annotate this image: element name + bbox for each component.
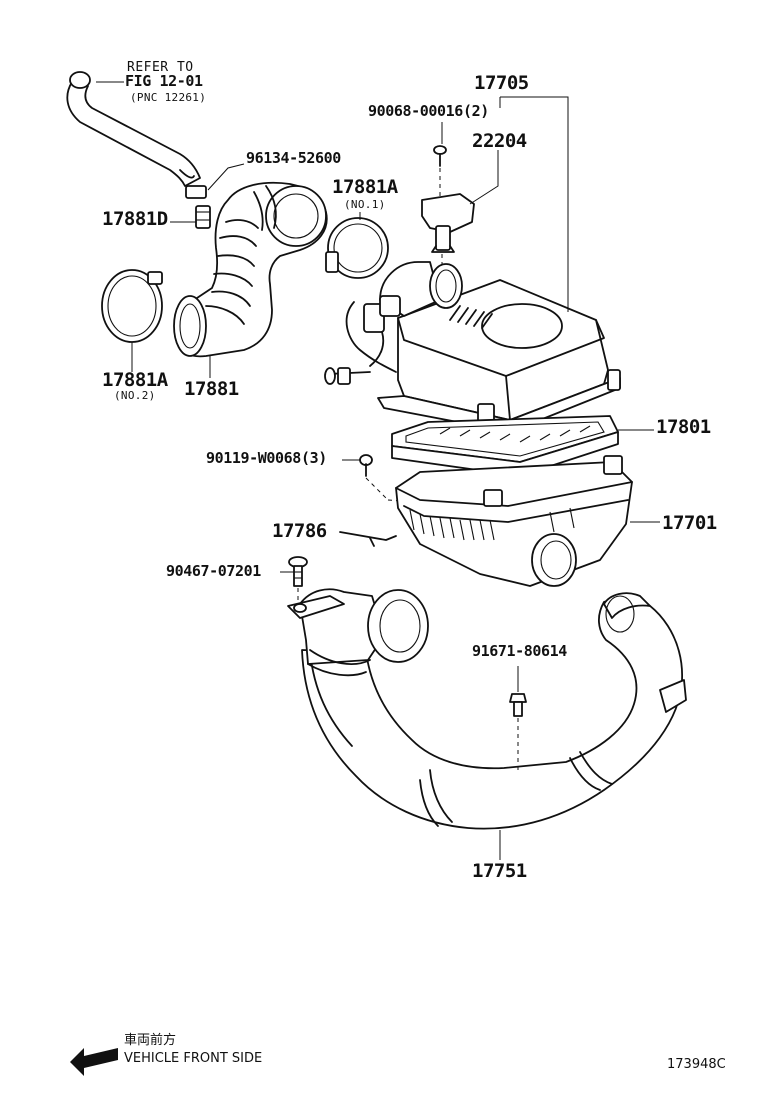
intake-hose-17881 [173,181,328,358]
clip-17786 [339,531,397,547]
part-label-17786: 17786 [272,520,327,542]
part-label-17881A-no1: 17881A [332,176,398,198]
part-label-90119-W0068: 90119-W0068(3) [206,449,327,467]
intake-connector-17751 [287,588,687,830]
part-label-91671-80614: 91671-80614 [472,642,567,660]
air-filter-element-17801 [391,415,619,477]
part-label-90068-00016: 90068-00016(2) [368,102,489,120]
part-label-17881A-no2: 17881A [102,369,168,391]
air-cleaner-cap-17705 [324,261,621,433]
refer-note-line2: FIG 12-01 [125,72,203,90]
part-label-17881D: 17881D [102,208,168,230]
hose-clamp-no1 [325,217,389,279]
refer-note-line1: REFER TO [127,60,194,75]
screw-90068 [433,145,447,167]
vehicle-front-label-en: VEHICLE FRONT SIDE [124,1051,263,1066]
vehicle-front-arrow-icon [70,1048,118,1076]
hose-clamp-no2 [101,269,163,343]
air-flow-meter-22204 [421,193,475,253]
part-label-17701: 17701 [662,512,717,534]
part-label-90467-07201: 90467-07201 [166,562,261,580]
refer-note-line3: (PNC 12261) [130,91,207,104]
vehicle-front-label-jp: 車両前方 [124,1033,177,1048]
part-label-17881: 17881 [184,378,239,400]
breather-hose [66,71,201,187]
leader-lines [96,81,660,860]
part-label-17705: 17705 [474,72,529,94]
part-label-17801: 17801 [656,416,711,438]
union-17881D [195,205,211,229]
bolt-91671 [509,693,527,717]
screw-90119 [359,454,373,477]
bolt-90467 [288,556,308,587]
part-label-17751: 17751 [472,860,527,882]
figure-id: 173948C [667,1057,726,1072]
part-label-22204: 22204 [472,130,527,152]
hose-clip-96134 [185,185,207,199]
part-label-no1: (NO.1) [344,198,386,211]
part-label-96134-52600: 96134-52600 [246,149,341,167]
air-cleaner-case-17701 [395,455,633,587]
part-label-no2: (NO.2) [114,389,156,402]
